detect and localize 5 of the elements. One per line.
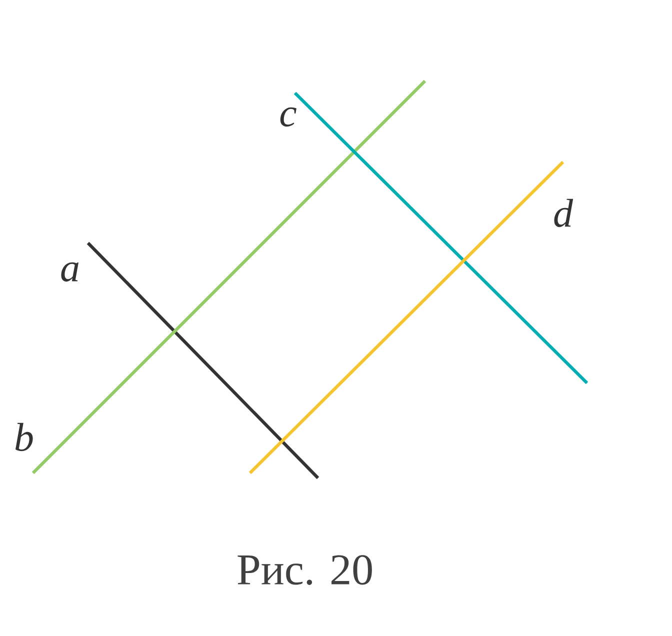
line-label: a [61,262,78,282]
line-label: d [554,198,574,228]
caption: Рис. 20 [238,555,372,585]
line-label: b [16,422,33,452]
line-label: c [280,107,296,127]
